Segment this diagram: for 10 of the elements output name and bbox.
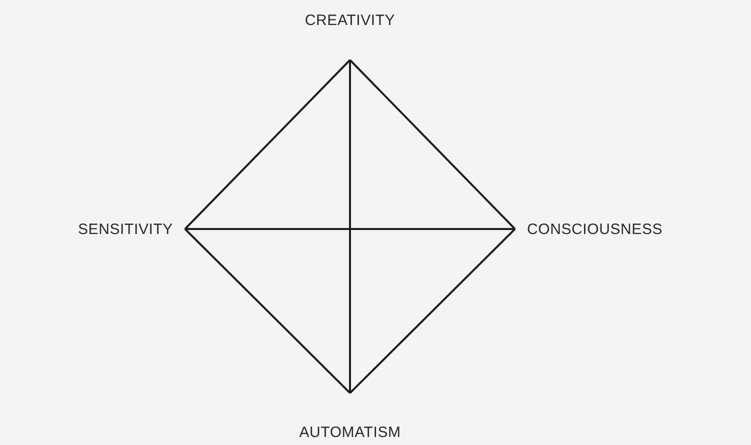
connector-line — [349, 59, 516, 230]
connector-line — [184, 228, 351, 394]
vertex-label: AUTOMATISM — [270, 393, 430, 441]
connector-line — [185, 228, 515, 230]
vertex-label: CONSCIOUSNESS — [515, 219, 749, 239]
connector-line — [349, 60, 351, 393]
vertex-label: CREATIVITY — [270, 12, 430, 60]
connector-line — [184, 59, 351, 230]
vertex-label: SENSITIVITY — [4, 219, 185, 239]
connector-line — [349, 228, 516, 394]
